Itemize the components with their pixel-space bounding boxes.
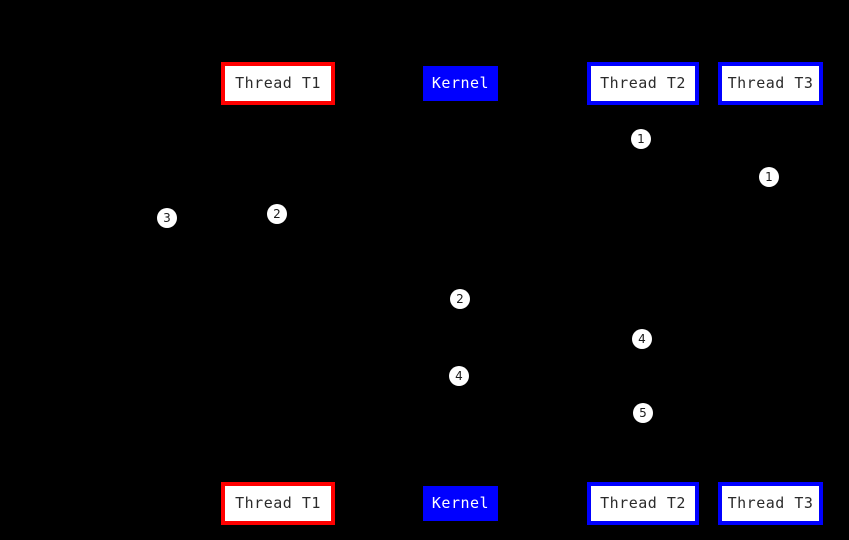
arrowhead-icon (460, 173, 468, 181)
participant-box-t2-top[interactable]: Thread T2 (587, 62, 699, 105)
step-badge: 4 (449, 366, 469, 386)
message-arrow-t1-to-t1 (167, 214, 278, 222)
step-badge: 4 (632, 329, 652, 349)
message-arrow-kernel-to-t2 (460, 335, 643, 343)
step-badge: 5 (633, 403, 653, 423)
participant-label: Thread T3 (727, 74, 814, 92)
step-badge: 3 (157, 208, 177, 228)
participant-label: Thread T1 (235, 74, 321, 92)
participant-box-t1-top[interactable]: Thread T1 (221, 62, 335, 105)
participant-box-t1-bottom[interactable]: Thread T1 (221, 482, 335, 525)
participant-box-t3-top[interactable]: Thread T3 (718, 62, 823, 105)
arrowhead-icon (460, 135, 468, 143)
message-arrow-t1-to-kernel (278, 372, 460, 380)
step-badge: 1 (759, 167, 779, 187)
participant-box-t3-bottom[interactable]: Thread T3 (718, 482, 823, 525)
step-badge: 2 (450, 289, 470, 309)
participant-box-kernel-bottom[interactable]: Kernel (423, 486, 498, 521)
message-arrow-kernel-to-t2 (460, 409, 643, 417)
participant-label: Thread T1 (235, 494, 321, 512)
message-arrow-t3-to-kernel (460, 173, 770, 181)
message-arrow-kernel-to-t1 (278, 210, 460, 218)
participant-label: Kernel (431, 74, 490, 92)
step-badge: 2 (267, 204, 287, 224)
lifeline-t3 (770, 105, 771, 482)
participant-label: Thread T2 (600, 74, 686, 92)
participant-label: Kernel (431, 494, 490, 512)
step-badge: 1 (631, 129, 651, 149)
participant-box-kernel-top[interactable]: Kernel (423, 66, 498, 101)
participant-label: Thread T2 (600, 494, 686, 512)
participant-box-t2-bottom[interactable]: Thread T2 (587, 482, 699, 525)
message-arrow-t2-to-kernel (460, 135, 643, 143)
message-arrow-t1-to-kernel (278, 295, 460, 303)
lifeline-t2 (643, 105, 644, 482)
participant-label: Thread T3 (727, 494, 814, 512)
lifeline-t1 (278, 105, 279, 482)
